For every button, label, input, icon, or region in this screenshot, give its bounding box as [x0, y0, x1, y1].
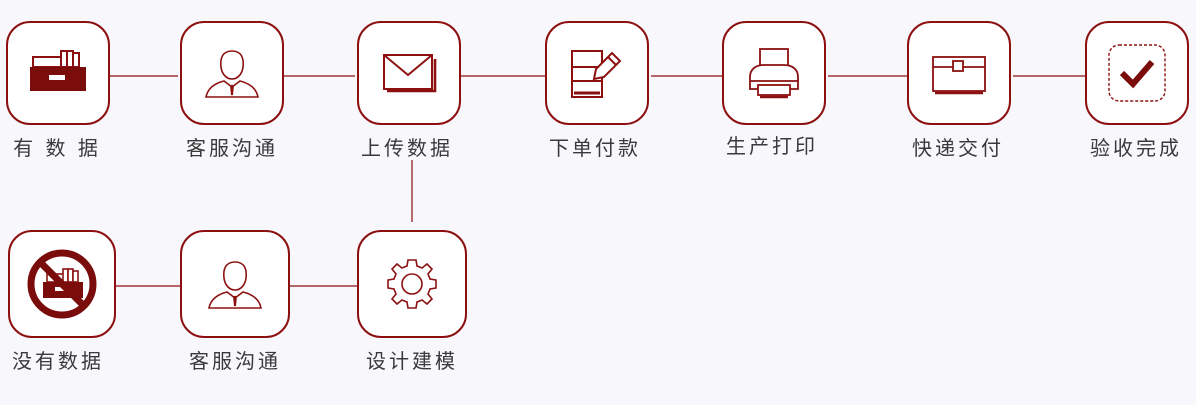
step-consult-top[interactable]: [180, 21, 284, 125]
step-print[interactable]: [722, 21, 826, 125]
step-label: 下单付款: [549, 136, 641, 160]
step-label: 上传数据: [361, 136, 453, 160]
customer-service-person-icon: [205, 256, 265, 312]
order-form-pencil-icon: [566, 43, 628, 103]
file-drawer-icon: [27, 45, 89, 101]
step-label: 有 数 据: [13, 136, 101, 160]
step-label: 快递交付: [912, 136, 1004, 160]
step-consult-bottom[interactable]: [180, 230, 290, 338]
step-label: 没有数据: [12, 349, 104, 373]
step-place-order[interactable]: [545, 21, 649, 125]
gear-icon: [384, 256, 440, 312]
step-label: 生产打印: [726, 134, 818, 158]
step-label: 设计建模: [366, 349, 458, 373]
step-acceptance[interactable]: [1085, 21, 1189, 125]
step-delivery[interactable]: [907, 21, 1011, 125]
delivery-box-icon: [929, 49, 989, 97]
step-have-data[interactable]: [6, 21, 110, 125]
step-upload-data[interactable]: [357, 21, 461, 125]
printer-icon: [744, 45, 804, 101]
step-design-model[interactable]: [357, 230, 467, 338]
step-label: 客服沟通: [186, 136, 278, 160]
step-label: 客服沟通: [189, 349, 281, 373]
envelope-icon: [381, 51, 437, 95]
step-no-data[interactable]: [8, 230, 116, 338]
customer-service-person-icon: [202, 45, 262, 101]
step-label: 验收完成: [1090, 136, 1182, 160]
checkmark-icon: [1106, 42, 1168, 104]
no-file-drawer-icon: [27, 249, 97, 319]
